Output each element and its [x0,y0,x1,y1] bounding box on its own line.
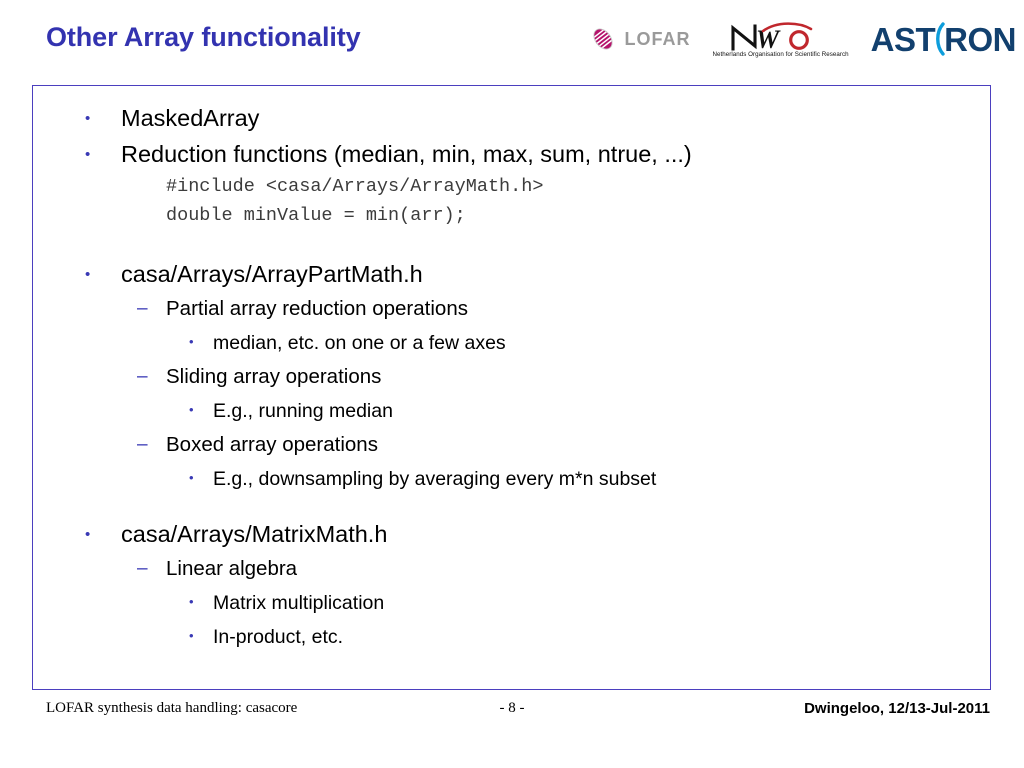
bullet-text: E.g., downsampling by averaging every m*… [213,468,657,490]
dot-bullet-icon: • [189,334,194,349]
bullet-text: E.g., running median [213,400,393,422]
page-number: - 8 - [499,700,525,716]
footer-left-text: LOFAR synthesis data handling: casacore [46,700,298,716]
astron-wordmark-part2: RON [944,20,1016,58]
lofar-wordmark: LOFAR [624,28,691,49]
bullet-text: casa/Arrays/MatrixMath.h [121,521,388,547]
dash-bullet-icon: – [137,434,148,455]
dot-bullet-icon: • [85,526,91,543]
content-box: • MaskedArray • Reduction functions (median… [32,85,991,690]
dash-bullet-icon: – [137,298,148,319]
dot-bullet-icon: • [85,146,91,163]
bullet-item-level-2: –Boxed array operations [33,428,990,462]
dot-bullet-icon: • [189,594,194,609]
bullet-item-level-3: • median, etc. on one or a few axes [33,326,990,360]
bullet-text: Boxed array operations [166,433,378,456]
bullet-text: In-product, etc. [213,626,344,648]
bullet-item-level-1: • casa/Arrays/MatrixMath.h [33,516,990,552]
page-title: Other Array functionality [46,22,361,52]
dot-bullet-icon: • [85,110,91,127]
bullet-item-level-3: • E.g., downsampling by averaging every m… [33,462,990,496]
astron-arc-icon [935,21,945,56]
bullet-spacer [33,496,990,516]
dot-bullet-icon: • [189,628,194,643]
bullet-item-level-2: –Sliding array operations [33,360,990,394]
astron-logo: AST RON [870,20,1016,58]
logo-bar: LOFAR W Netherlands Organisation for Sci… [588,12,1016,66]
dot-bullet-icon: • [85,266,91,283]
svg-text:W: W [756,25,781,52]
dash-bullet-icon: – [137,366,148,387]
bullet-text: Reduction functions (median, min, max, s… [121,141,692,167]
dot-bullet-icon: • [189,402,194,417]
bullet-item-level-3: • Matrix multiplication [33,586,990,620]
bullet-item-level-3: • E.g., running median [33,394,990,428]
astron-wordmark-part1: AST [870,20,936,58]
bullet-item-level-2: –Linear algebra [33,552,990,586]
bullet-text: Sliding array operations [166,365,382,388]
dash-bullet-icon: – [137,558,148,579]
bullet-item-level-2: –Partial array reduction operations [33,292,990,326]
bullet-item-level-3: • In-product, etc. [33,620,990,654]
nwo-wordmark-icon: W [729,22,833,54]
bullet-text: MaskedArray [121,105,260,131]
code-line: double minValue = min(arr); [166,205,466,226]
bullet-text: Linear algebra [166,557,298,580]
bullet-item-level-1: • Reduction functions (median, min, max, … [33,136,990,172]
bullet-spacer [33,230,990,256]
lofar-spiral-icon [588,24,618,54]
bullet-text: median, etc. on one or a few axes [213,332,506,354]
bullet-text: Partial array reduction operations [166,297,468,320]
bullet-list: • MaskedArray • Reduction functions (median… [33,100,990,654]
bullet-item-level-1: • casa/Arrays/ArrayPartMath.h [33,256,990,292]
footer-right-text: Dwingeloo, 12/13-Jul-2011 [804,700,990,717]
bullet-text: Matrix multiplication [213,592,385,614]
slide-footer: LOFAR synthesis data handling: casacore … [0,700,1024,730]
lofar-logo: LOFAR [588,24,690,54]
nwo-logo: W Netherlands Organisation for Scientifi… [712,22,849,58]
dot-bullet-icon: • [189,470,194,485]
bullet-item-level-1: • MaskedArray [33,100,990,136]
bullet-text: casa/Arrays/ArrayPartMath.h [121,261,423,287]
code-line: #include <casa/Arrays/ArrayMath.h> [166,176,544,197]
nwo-tagline: Netherlands Organisation for Scientific … [712,51,849,58]
